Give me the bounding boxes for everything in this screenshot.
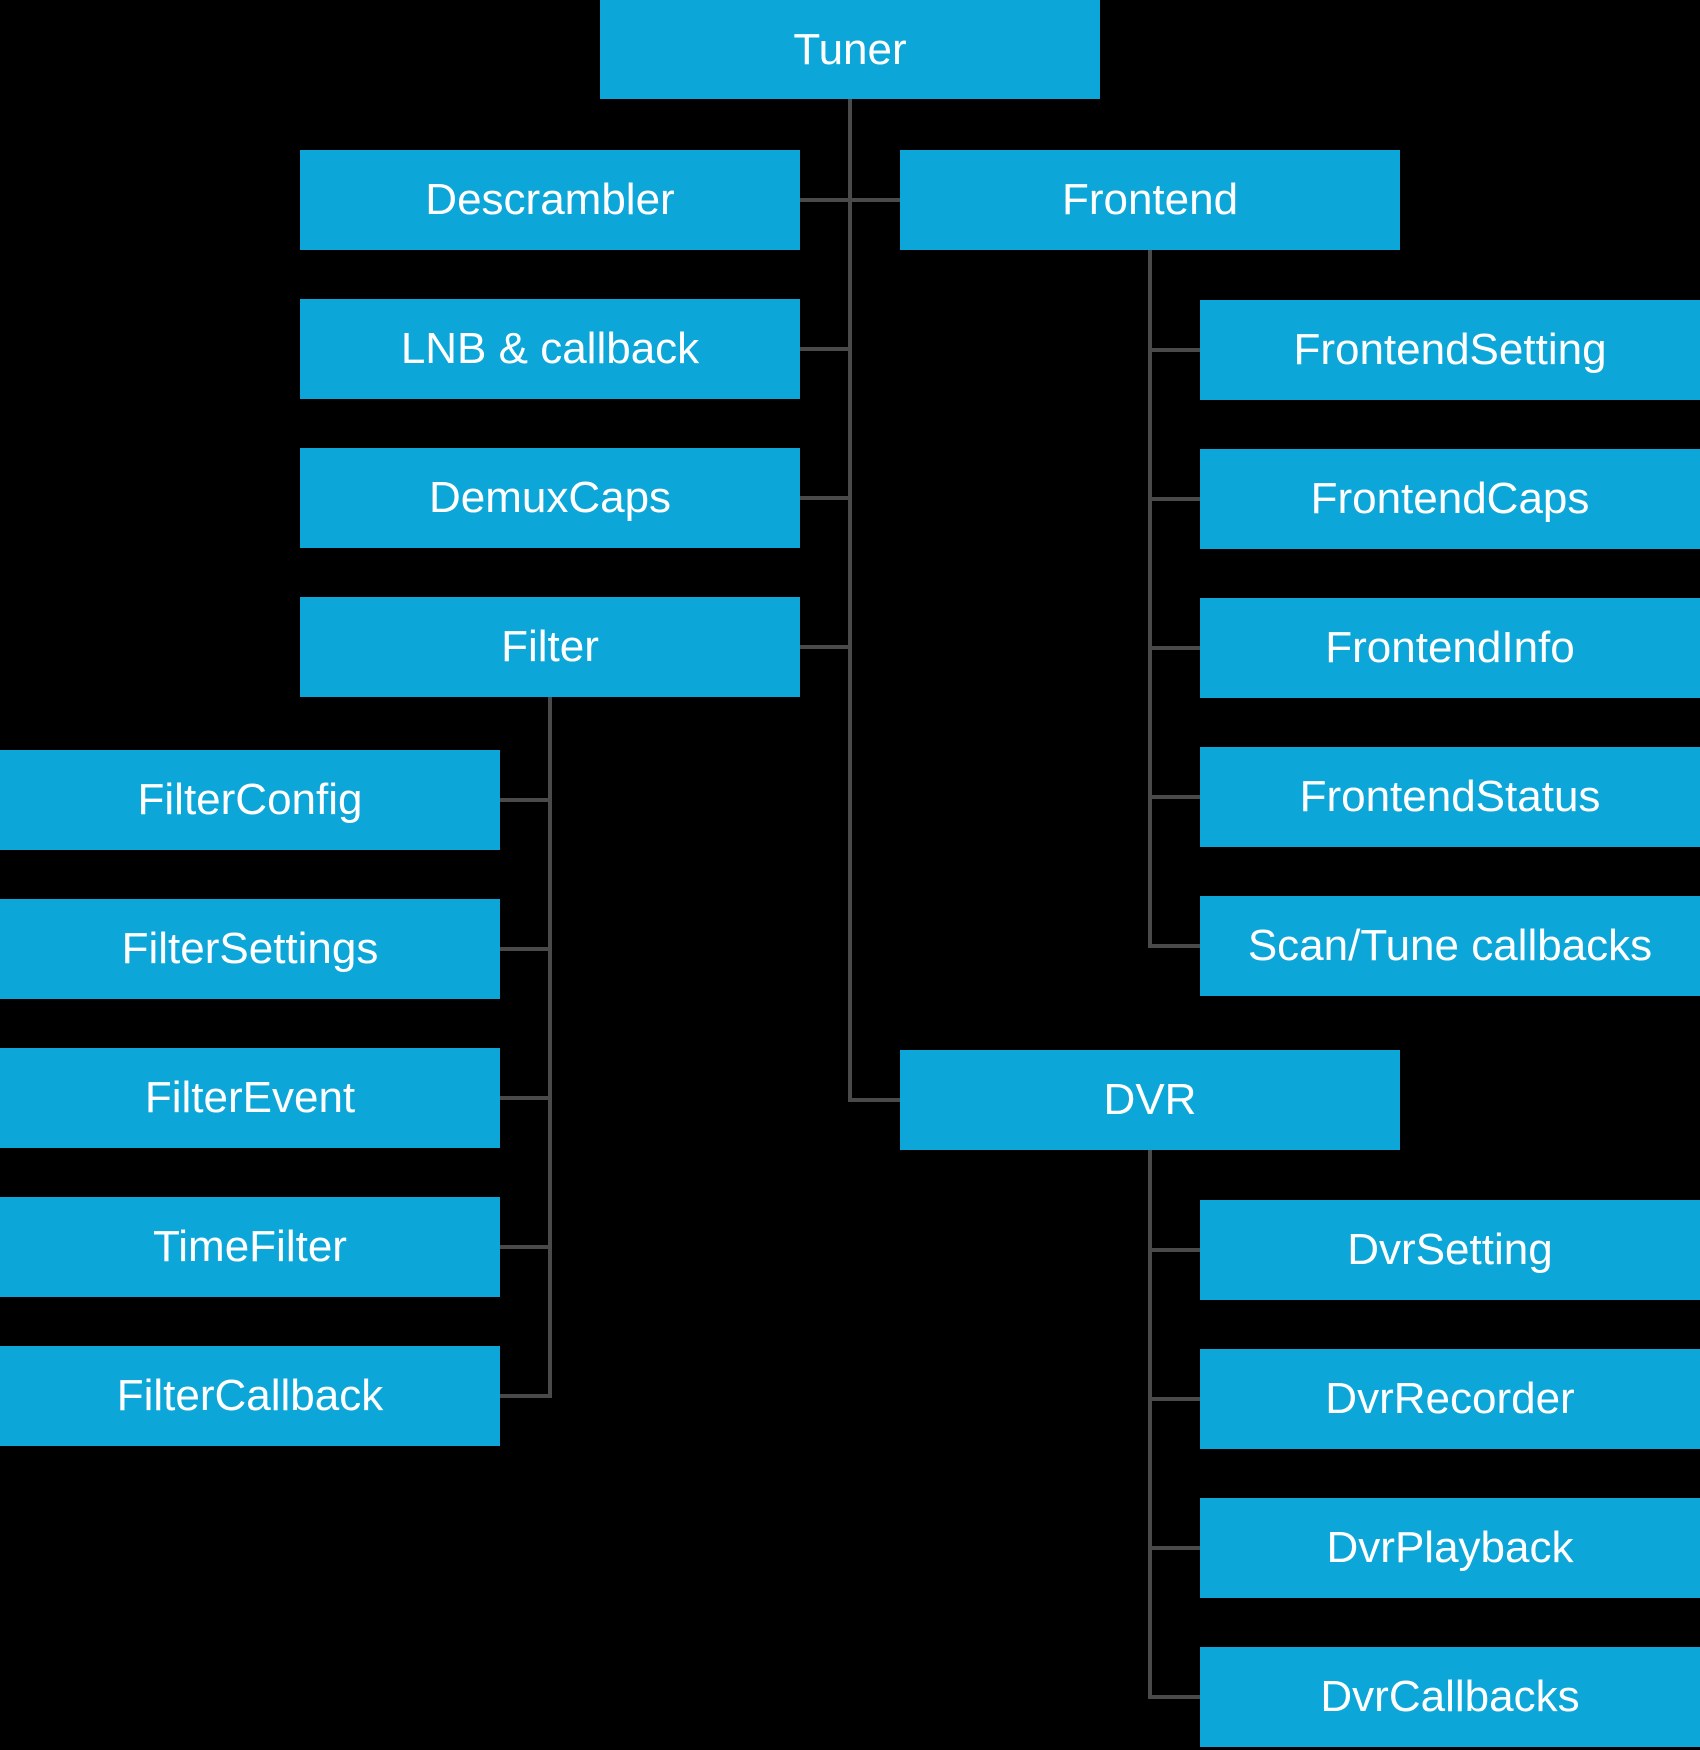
connector-frontendsetting <box>1152 348 1200 352</box>
connector-frontendinfo <box>1152 646 1200 650</box>
connector-demuxcaps <box>800 496 852 500</box>
node-dvrsetting: DvrSetting <box>1200 1200 1700 1300</box>
node-demuxcaps: DemuxCaps <box>300 448 800 548</box>
connector-dvrsetting <box>1152 1248 1200 1252</box>
connector-dvr <box>848 1098 900 1102</box>
connector-timefilter <box>500 1245 548 1249</box>
connector-filterevent <box>500 1096 548 1100</box>
node-descrambler: Descrambler <box>300 150 800 250</box>
connector-scantune <box>1152 944 1200 948</box>
node-filtercallback: FilterCallback <box>0 1346 500 1446</box>
connector-filter-trunk <box>548 697 552 1398</box>
connector-filter <box>800 645 852 649</box>
connector-lnb <box>800 347 852 351</box>
connector-filtersettings <box>500 947 548 951</box>
node-filtersettings: FilterSettings <box>0 899 500 999</box>
connector-dvrplayback <box>1152 1546 1200 1550</box>
connector-dvrcallbacks <box>1152 1695 1200 1699</box>
node-dvrrecorder: DvrRecorder <box>1200 1349 1700 1449</box>
node-filterevent: FilterEvent <box>0 1048 500 1148</box>
node-frontendsetting: FrontendSetting <box>1200 300 1700 400</box>
node-tuner: Tuner <box>600 0 1100 99</box>
node-frontendcaps: FrontendCaps <box>1200 449 1700 549</box>
node-dvr: DVR <box>900 1050 1400 1150</box>
connector-frontend-trunk <box>1148 250 1152 948</box>
connector-dvrrecorder <box>1152 1397 1200 1401</box>
connector-dvr-trunk <box>1148 1150 1152 1699</box>
node-lnb-callback: LNB & callback <box>300 299 800 399</box>
connector-tuner-trunk <box>848 99 852 1102</box>
connector-filtercallback <box>500 1394 548 1398</box>
node-dvrplayback: DvrPlayback <box>1200 1498 1700 1598</box>
connector-frontendstatus <box>1152 795 1200 799</box>
node-frontendinfo: FrontendInfo <box>1200 598 1700 698</box>
node-filterconfig: FilterConfig <box>0 750 500 850</box>
node-filter: Filter <box>300 597 800 697</box>
node-dvrcallbacks: DvrCallbacks <box>1200 1647 1700 1747</box>
connector-frontendcaps <box>1152 497 1200 501</box>
connector-filterconfig <box>500 798 548 802</box>
node-frontendstatus: FrontendStatus <box>1200 747 1700 847</box>
node-frontend: Frontend <box>900 150 1400 250</box>
node-timefilter: TimeFilter <box>0 1197 500 1297</box>
connector-descrambler-frontend <box>800 198 900 202</box>
node-scantune-callbacks: Scan/Tune callbacks <box>1200 896 1700 996</box>
